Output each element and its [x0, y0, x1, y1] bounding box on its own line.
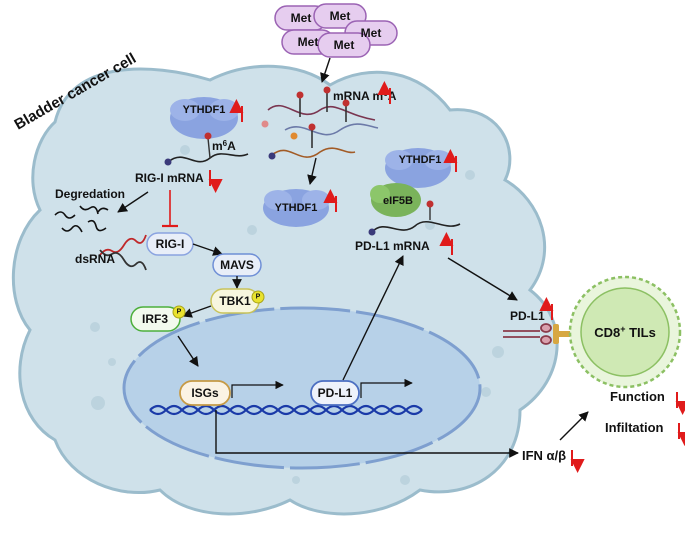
met-label: Met [291, 11, 312, 25]
mrna-m6a-label: mRNA m6A [333, 89, 397, 104]
arrow-ifn-to-tcell [559, 411, 589, 441]
cd8-tils-label: CD8+ TILs [594, 324, 656, 340]
met-label: Met [298, 35, 319, 49]
met-label: Met [361, 26, 382, 40]
isgs-transcription-arrow [231, 380, 284, 398]
irf3-label: IRF3 [142, 312, 168, 326]
pd-l1-mrna-label: PD-L1 mRNA [355, 239, 430, 253]
m6a-mrna-strands [261, 86, 379, 160]
pd-l1-gene-node [310, 380, 360, 406]
pd-l1-transcription-arrow [360, 378, 413, 398]
arrow-to-degradation [117, 191, 149, 213]
pd-l1-receptor-icon [503, 323, 552, 345]
rig-i-mrna-strand [167, 153, 249, 163]
dsrna-label: dsRNA [75, 252, 115, 266]
ythdf1-protein-center: YTHDF1 [263, 189, 330, 227]
cap-icon [164, 158, 172, 166]
m6a-stem [207, 137, 211, 159]
arrow-met-to-m6a [320, 57, 331, 83]
ythdf1-protein-right: YTHDF1 [385, 148, 452, 188]
arrow-irf3-to-isgs [177, 335, 199, 367]
rig-i-mrna-label: RIG-I mRNA [135, 171, 204, 185]
dsrna-icon [99, 234, 147, 271]
pd-l1-mrna-strand [371, 220, 461, 233]
pd-l1-gene-label: PD-L1 [318, 386, 353, 400]
arrow-mrna-to-membrane [447, 257, 518, 301]
arrow-tbk1-to-irf3 [182, 305, 212, 318]
arrow-to-ythdf1 [307, 157, 317, 185]
cap-icon [368, 228, 376, 236]
pd-l1-membrane-label: PD-L1 [510, 309, 545, 323]
ythdf1-label: YTHDF1 [275, 202, 318, 214]
met-label: Met [334, 38, 355, 52]
ifn-label: IFN α/β [522, 448, 566, 463]
eif5b-protein: eIF5B [370, 183, 421, 217]
arrow-isgs-to-ifn [215, 410, 519, 458]
irf3-node [130, 306, 181, 332]
dna-helix [149, 404, 423, 416]
phospho-icon [251, 290, 265, 304]
met-label: Met [330, 9, 351, 23]
phospho-label: P [177, 309, 182, 316]
nucleus [122, 306, 482, 470]
phospho-label: P [256, 294, 261, 301]
mavs-label: MAVS [220, 258, 254, 272]
tbk1-label: TBK1 [219, 294, 251, 308]
m6a-local-label: m6A [212, 139, 236, 154]
isgs-node [179, 380, 231, 406]
eif5b-label: eIF5B [383, 195, 413, 207]
vesicles [90, 145, 504, 485]
m6a-site-icon [204, 132, 212, 140]
met-cluster: Met Met Met Met Met [274, 3, 398, 58]
degradation-label: Degredation [55, 187, 125, 201]
rig-i-label: RIG-I [156, 237, 185, 251]
ythdf1-label: YTHDF1 [183, 104, 226, 116]
arrow-rigi-to-mavs [192, 243, 223, 256]
function-label: Function [610, 389, 665, 404]
ythdf1-label: YTHDF1 [399, 154, 442, 166]
phospho-icon [172, 305, 186, 319]
m6a-site-icon [426, 200, 434, 208]
cd8-t-cell [568, 275, 682, 389]
isgs-label: ISGs [191, 386, 219, 400]
arrow-gene-to-mrna [342, 255, 404, 381]
ythdf1-protein-left: YTHDF1 [170, 97, 239, 139]
infiltration-label: Infiltation [605, 420, 664, 435]
degraded-rna-fragments-icon [54, 205, 109, 233]
